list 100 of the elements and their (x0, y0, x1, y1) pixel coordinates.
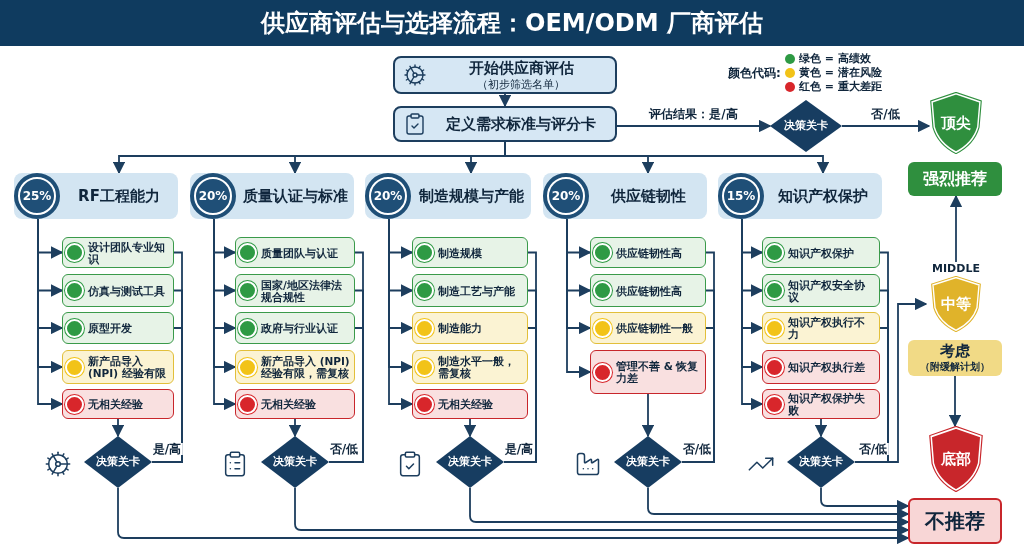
arrow (841, 119, 931, 133)
criterion-box (762, 237, 880, 268)
legend-title: 颜色代码: (728, 65, 781, 82)
criterion-label: 制造工艺与产能 (438, 284, 515, 297)
result-label: 考虑 (940, 342, 970, 361)
arrow (616, 119, 772, 133)
criterion-box (590, 312, 706, 344)
weight-badge: 20% (543, 173, 589, 219)
result-label: 不推荐 (925, 508, 985, 535)
shield-label: 中等 (941, 293, 971, 315)
category-header (14, 173, 178, 219)
diamond-label: 决策关卡 (626, 453, 670, 470)
arrow (647, 487, 910, 521)
edge-label: 否/低 (680, 443, 714, 455)
arrow (814, 418, 828, 438)
box-title: 开始供应商评估 (468, 58, 574, 78)
criterion-box (590, 274, 706, 307)
criterion-box (62, 389, 174, 419)
arrow (741, 218, 764, 411)
criterion-label: 仿真与测试工具 (88, 284, 165, 297)
weight-badge: 15% (718, 173, 764, 219)
arrow (498, 93, 512, 108)
criterion-label: 制造规模 (438, 246, 482, 259)
arrow (854, 297, 928, 463)
arrow (504, 141, 830, 175)
shield-label: 底部 (941, 448, 971, 470)
criterion-label: 原型开发 (88, 322, 132, 334)
criterion-box (62, 350, 174, 384)
category-header (190, 173, 354, 219)
criterion-box (235, 237, 355, 268)
category-title: 知识产权保护 (777, 186, 869, 206)
criterion-label: 知识产权保护 (788, 246, 854, 259)
level-label: MIDDLE (932, 262, 980, 276)
criterion-box (412, 312, 528, 344)
result-note: （附缓解计划） (920, 361, 990, 374)
diamond-label: 决策关卡 (96, 453, 140, 470)
criterion-box (235, 312, 355, 344)
arrow (37, 218, 64, 411)
criterion-box (762, 312, 880, 344)
criterion-box (412, 389, 528, 419)
arrow (641, 393, 655, 438)
criterion-box (62, 274, 174, 307)
arrow (388, 218, 414, 411)
criterion-label: 制造水平一般，需复核 (438, 355, 516, 379)
edge-label: 是/高 (150, 443, 184, 455)
criterion-box (590, 350, 706, 394)
edge-label: 评估结果：是/高 (647, 108, 740, 120)
diamond-label: 决策关卡 (448, 453, 492, 470)
criterion-label: 无相关经验 (261, 398, 316, 410)
result-label: 强烈推荐 (923, 168, 987, 190)
criterion-label: 国家/地区法律法规合规性 (261, 278, 343, 303)
weight-badge: 20% (190, 173, 236, 219)
category-header (543, 173, 707, 219)
criterion-label: 知识产权保护失败 (788, 392, 866, 416)
category-title: 质量认证与标准 (241, 186, 349, 206)
diamond-label: 决策关卡 (784, 117, 828, 134)
criterion-box (762, 389, 880, 419)
criterion-label: 知识产权执行不力 (788, 316, 866, 340)
criterion-box (62, 312, 174, 344)
criterion-label: 知识产权执行差 (788, 361, 865, 373)
edge-label: 否/低 (327, 443, 361, 455)
category-title: 制造规模与产能 (417, 186, 525, 206)
criterion-box (412, 237, 528, 268)
arrow (294, 487, 910, 537)
category-header (718, 173, 882, 219)
criterion-label: 新产品导入 (NPI) 经验有限 (88, 355, 167, 379)
diagram-title: 供应商评估与选择流程：OEM/ODM 厂商评估 (261, 8, 763, 39)
weight-badge: 20% (365, 173, 411, 219)
criterion-label: 供应链韧性高 (616, 284, 682, 297)
criterion-box (590, 237, 706, 268)
criterion-label: 无相关经验 (438, 398, 493, 410)
arrow (117, 487, 910, 545)
criterion-box (235, 350, 355, 384)
criterion-box (412, 274, 528, 307)
criterion-box (762, 274, 880, 307)
diamond-label: 决策关卡 (799, 453, 843, 470)
criterion-label: 新产品导入 (NPI) 经验有限，需复核 (261, 355, 350, 379)
arrow (463, 418, 477, 438)
criterion-box (235, 274, 355, 307)
arrow (288, 418, 302, 438)
criterion-label: 政府与行业认证 (261, 322, 338, 334)
criterion-box (62, 237, 174, 268)
criterion-label: 知识产权安全协议 (788, 278, 866, 303)
arrow (213, 218, 237, 411)
box-title: 定义需求标准与评分卡 (446, 114, 596, 134)
criterion-box (412, 350, 528, 384)
result-box (908, 498, 1002, 544)
result-box (908, 162, 1002, 196)
edge-label: 是/高 (502, 443, 536, 455)
criterion-label: 管理不善 & 恢复力差 (616, 360, 700, 384)
criterion-label: 无相关经验 (88, 398, 143, 410)
legend-text: 红色 = 重大差距 (798, 78, 882, 95)
category-title: RF工程能力 (77, 186, 161, 206)
criterion-label: 质量团队与认证 (261, 246, 338, 259)
arrow (566, 218, 592, 379)
edge-label: 否/低 (856, 443, 890, 455)
arrow (820, 487, 910, 513)
criterion-box (762, 350, 880, 384)
criterion-label: 制造能力 (438, 322, 482, 334)
criterion-label: 设计团队专业知识 (88, 240, 166, 265)
